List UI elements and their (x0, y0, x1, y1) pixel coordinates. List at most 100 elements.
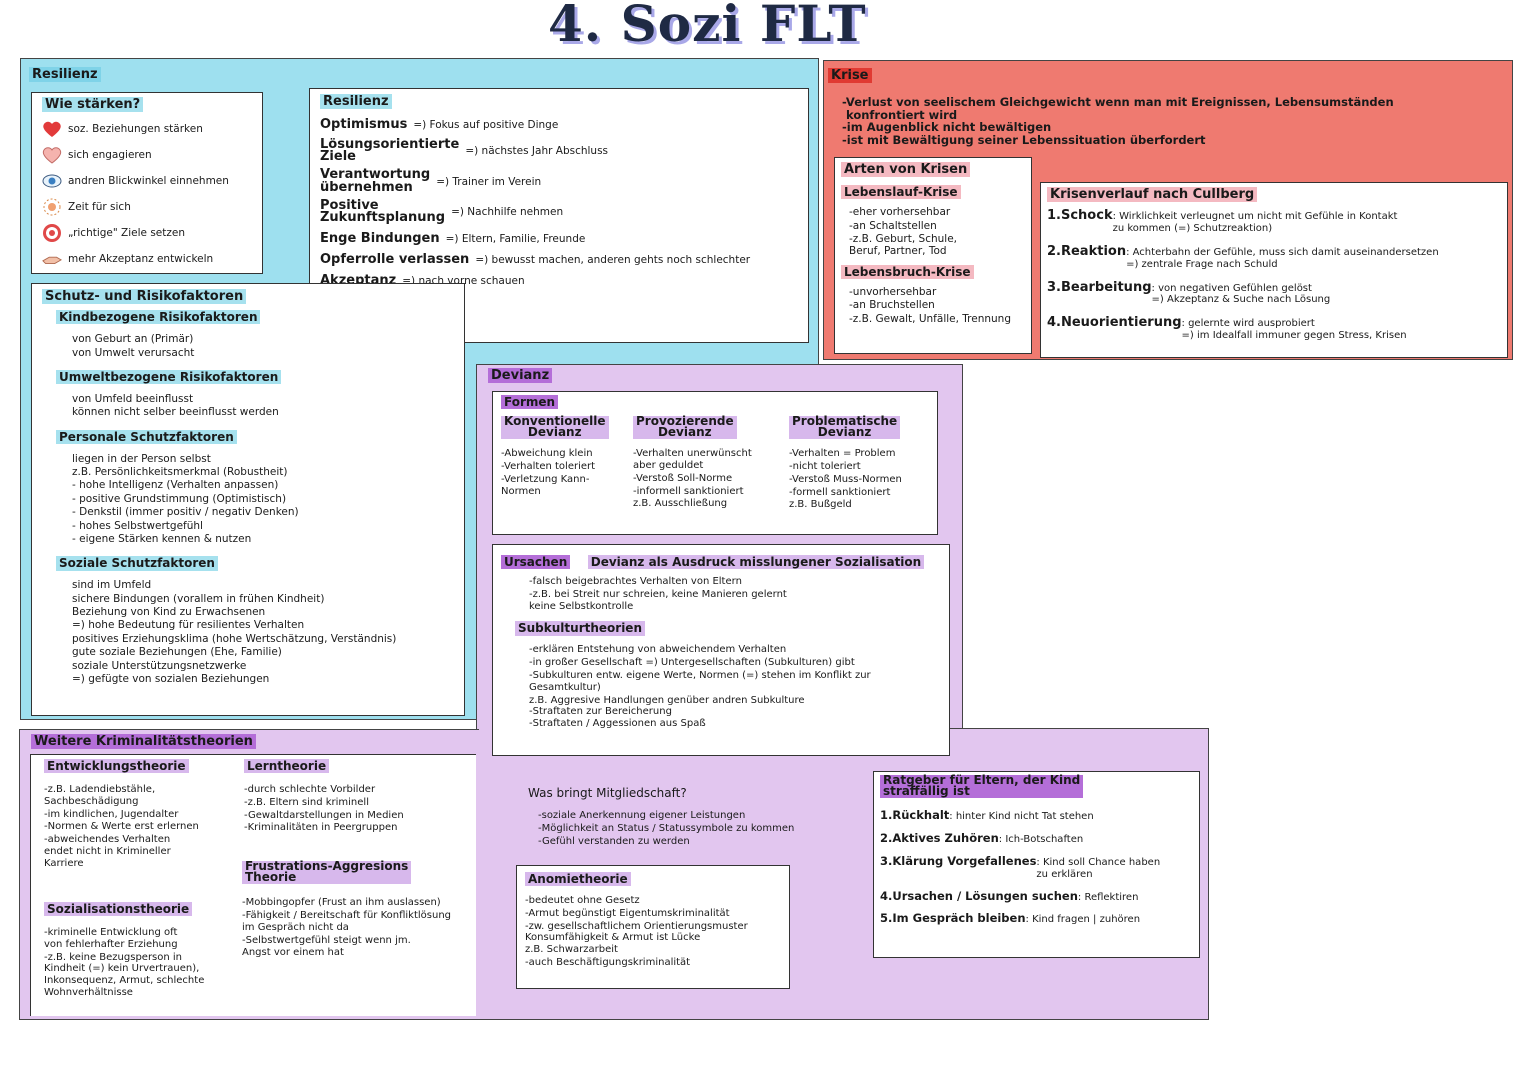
resilienz-heading: Resilienz (29, 67, 101, 83)
entwicklung-heading: Entwicklungstheorie (44, 759, 189, 774)
staerken-item: soz. Beziehungen stärken (42, 116, 252, 142)
entwicklung-item: -Normen & Werte erst erlernen (44, 821, 199, 833)
formen-item: -formell sanktioniert z.B. Bußgeld (789, 486, 891, 510)
frustration-item: -Selbstwertgefühl steigt wenn jm. Angst … (242, 934, 411, 958)
resilienz-eigenschaft: Enge Bindungen =) Eltern, Familie, Freund… (320, 231, 798, 246)
krisenverlauf-heading: Krisenverlauf nach Cullberg (1047, 187, 1258, 203)
sun-icon (42, 197, 62, 217)
target-icon (42, 223, 62, 243)
staerken-item: mehr Akzeptanz entwickeln (42, 246, 252, 272)
formen-item: -informell sanktioniert z.B. Ausschließu… (633, 485, 744, 509)
umwelt-risiko-item: können nicht selber beeinflusst werden (72, 406, 279, 419)
krisenverlauf-desc: : gelernte wird ausprobiert =) im Idealf… (1181, 318, 1407, 341)
personal-schutz-heading: Personale Schutzfaktoren (56, 429, 237, 444)
subkultur-item: -erklären Entstehung von abweichendem Ve… (529, 644, 787, 656)
resilienz-term: Lösungsorientierte Ziele (320, 136, 460, 164)
resilienz-eigenschaften-heading: Resilienz (320, 94, 392, 110)
formen-column: Provozierende Devianz -Verhalten unerwün… (633, 415, 789, 511)
ratgeber-item: 4.Ursachen / Lösungen suchen: Reflektire… (880, 889, 1193, 904)
formen-heading: Formen (501, 395, 559, 410)
sozial-schutz-item: positives Erziehungsklima (hohe Wertschä… (72, 632, 397, 645)
arten-heading: Arten von Krisen (841, 162, 971, 178)
ratgeber-item: 5.Im Gespräch bleiben: Kind fragen | zuh… (880, 912, 1193, 926)
kriminal-heading: Weitere Kriminalitätstheorien (31, 734, 256, 750)
personal-schutz-item: - hohes Selbstwertgefühl (72, 519, 203, 532)
ratgeber-desc: : Ich-Botschaften (998, 834, 1084, 846)
staerken-item-text: andren Blickwinkel einnehmen (68, 175, 229, 188)
krise-definition: -Verlust von seelischem Gleichgewicht we… (842, 96, 1394, 147)
resilienz-desc: =) bewusst machen, anderen gehts noch sc… (475, 254, 751, 267)
umwelt-risiko-item: von Umfeld beeinflusst (72, 393, 194, 406)
resilienz-desc: =) Nachhilfe nehmen (451, 206, 564, 219)
lebenslauf-item: -z.B. Geburt, Schule, Beruf, Partner, To… (849, 233, 958, 258)
personal-schutz-item: - eigene Stärken kennen & nutzen (72, 532, 252, 545)
resilienz-desc: =) nächstes Jahr Abschluss (465, 144, 609, 157)
formen-column-list: -Verhalten unerwünscht aber geduldet -Ve… (633, 448, 789, 509)
anomie-item: -bedeutet ohne Gesetz (525, 894, 640, 906)
lern-item: -durch schlechte Vorbilder (244, 783, 376, 795)
resilienz-term: Enge Bindungen (320, 230, 440, 246)
krisenverlauf-term: 4.Neuorientierung (1047, 315, 1182, 331)
mitglied-section: Was bringt Mitgliedschaft? -soziale Aner… (528, 786, 864, 849)
arten-box: Arten von Krisen Lebenslauf-Krise -eher … (834, 157, 1032, 354)
ursachen-box: Ursachen Devianz als Ausdruck misslungen… (492, 544, 950, 756)
krisenverlauf-phase: 4.Neuorientierung: gelernte wird ausprob… (1047, 315, 1501, 342)
resilienz-desc: =) Trainer im Verein (436, 175, 542, 188)
staerken-box: Wie stärken? soz. Beziehungen stärken si… (31, 92, 263, 274)
krisenverlauf-phase: 1.Schock: Wirklichkeit verleugnet um nic… (1047, 208, 1501, 235)
staerken-item-text: mehr Akzeptanz entwickeln (68, 253, 214, 266)
sozialisation-devianz-list: -falsch beigebrachtes Verhalten von Elte… (529, 576, 941, 612)
personal-schutz-item: z.B. Persönlichkeitsmerkmal (Robustheit) (72, 466, 288, 479)
subkultur-item: -in großer Gesellschaft =) Untergesellsc… (529, 657, 855, 669)
mitglied-list: -soziale Anerkennung eigener Leistungen … (538, 810, 864, 847)
sozialisation-heading: Sozialisationstheorie (44, 902, 193, 917)
resilienz-eigenschaft: Optimismus=) Fokus auf positive Dinge (320, 117, 798, 132)
formen-column: Konventionelle Devianz -Abweichung klein… (501, 415, 633, 511)
lebenslauf-item: -an Schaltstellen (849, 219, 937, 232)
staerken-item-text: sich engagieren (68, 149, 152, 162)
ratgeber-item: 1.Rückhalt: hinter Kind nicht Tat stehen (880, 809, 1193, 823)
devianz-heading: Devianz (488, 368, 553, 384)
frustration-section: Frustrations-Aggresions Theorie -Mobbing… (242, 860, 510, 959)
lern-item: -Kriminalitäten in Peergruppen (244, 822, 398, 834)
personal-schutz-item: - Denkstil (immer positiv / negativ Denk… (72, 506, 299, 519)
staerken-item: Zeit für sich (42, 194, 252, 220)
ratgeber-desc: : Kind fragen | zuhören (1025, 914, 1141, 926)
sozialisation-item: -kriminelle Entwicklung oft von fehlerha… (44, 926, 178, 950)
staerken-item-text: soz. Beziehungen stärken (68, 123, 203, 136)
ratgeber-term: 2.Aktives Zuhören (880, 831, 999, 846)
sozial-schutz-heading: Soziale Schutzfaktoren (56, 556, 218, 571)
personal-schutz-item: - positive Grundstimmung (Optimistisch) (72, 492, 287, 505)
sozial-schutz-item: sichere Bindungen (vorallem in frühen Ki… (72, 592, 325, 605)
krise-definition-line: -im Augenblick nicht bewältigen (842, 120, 1052, 135)
lern-section: Lerntheorie -durch schlechte Vorbilder -… (244, 759, 470, 835)
resilienz-desc: =) Eltern, Familie, Freunde (445, 232, 586, 245)
sozialisation-devianz-item: -z.B. bei Streit nur schreien, keine Man… (529, 588, 787, 612)
kind-risiko-heading: Kindbezogene Risikofaktoren (56, 310, 261, 325)
formen-column-title: Provozierende Devianz (633, 415, 737, 439)
staerken-item-text: Zeit für sich (68, 201, 131, 214)
formen-item: -Verletzung Kann- Normen (501, 473, 590, 497)
ratgeber-desc: : Reflektiren (1077, 891, 1139, 903)
subkultur-item: -Subkulturen entw. eigene Werte, Normen … (529, 669, 871, 693)
ratgeber-desc: : Kind soll Chance haben zu erklären (1036, 856, 1161, 880)
formen-column-title: Problematische Devianz (789, 415, 901, 439)
formen-box: Formen Konventionelle Devianz -Abweichun… (492, 391, 938, 535)
ratgeber-term: 5.Im Gespräch bleiben (880, 911, 1026, 926)
lebenslauf-item: -eher vorhersehbar (849, 206, 951, 219)
krise-definition-line: -ist mit Bewältigung seiner Lebenssituat… (842, 132, 1206, 147)
formen-column-title: Konventionelle Devianz (501, 415, 609, 439)
krise-definition-line: konfrontiert wird (842, 107, 958, 122)
personal-schutz-item: - hohe Intelligenz (Verhalten anpassen) (72, 479, 279, 492)
sozial-schutz-item: Beziehung von Kind zu Erwachsenen (72, 606, 266, 619)
krisenverlauf-desc: : Achterbahn der Gefühle, muss sich dami… (1126, 246, 1439, 270)
lern-heading: Lerntheorie (244, 759, 330, 774)
formen-item: -nicht toleriert (789, 461, 861, 473)
krisenverlauf-phase: 3.Bearbeitung: von negativen Gefühlen ge… (1047, 280, 1501, 307)
staerken-item: andren Blickwinkel einnehmen (42, 168, 252, 194)
ursachen-heading: Ursachen (501, 555, 571, 570)
ratgeber-heading: Ratgeber für Eltern, der Kind straffälli… (880, 774, 1084, 798)
resilienz-term: Positive Zukunftsplanung (320, 198, 446, 226)
personal-schutz-list: liegen in der Person selbst z.B. Persönl… (72, 453, 454, 546)
entwicklung-item: -z.B. Ladendiebstähle, Sachbeschädigung (44, 783, 156, 807)
